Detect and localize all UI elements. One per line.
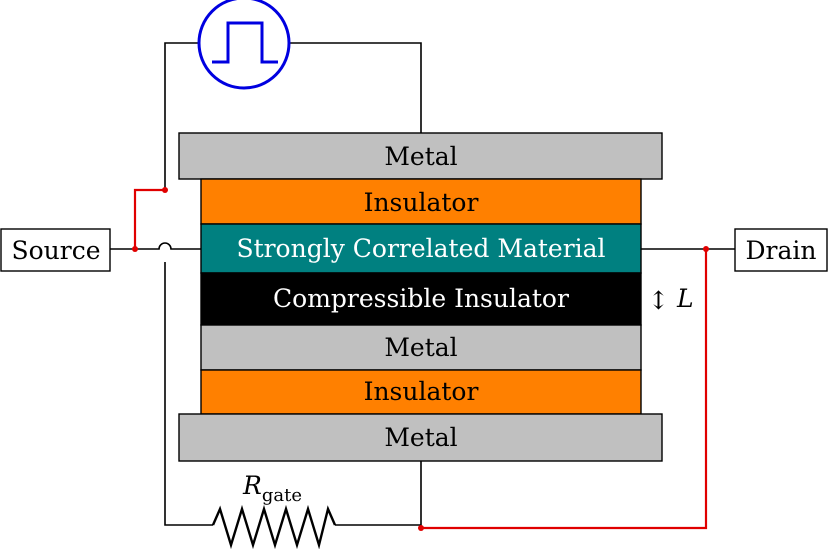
resistor-label: Rgate xyxy=(242,471,302,506)
wire-nodes xyxy=(132,187,709,531)
drain-label: Drain xyxy=(746,236,817,265)
compressible-label: Compressible Insulator xyxy=(273,284,569,313)
top-insulator-layer xyxy=(200,178,642,225)
red-wire-source-to-gate xyxy=(133,188,165,249)
wire-pulse-right xyxy=(290,42,422,133)
bottom-metal-layer xyxy=(178,413,663,462)
layer-stack xyxy=(178,132,663,462)
source-label: Source xyxy=(11,236,100,265)
top-metal-label: Metal xyxy=(384,142,457,171)
node-bottom xyxy=(418,525,424,531)
wiring xyxy=(110,42,735,526)
red-wire-drain-to-resistor xyxy=(421,249,708,530)
wire-resistor-right xyxy=(335,461,422,526)
layer-labels: Metal Insulator Strongly Correlated Mate… xyxy=(236,142,605,452)
thickness-symbol: L xyxy=(676,284,694,313)
bottom-insulator-label: Insulator xyxy=(364,377,479,406)
zigzag-resistor-icon xyxy=(211,504,337,549)
middle-metal-layer xyxy=(200,324,642,371)
resistor-subscript: gate xyxy=(262,485,302,506)
source-terminal: Source xyxy=(0,228,111,272)
correlated-label: Strongly Correlated Material xyxy=(236,234,605,263)
bottom-metal-label: Metal xyxy=(384,423,457,452)
double-arrow-icon: ↕ xyxy=(648,286,669,315)
middle-metal-label: Metal xyxy=(384,333,457,362)
correlated-layer xyxy=(200,223,642,274)
drain-terminal: Drain xyxy=(734,228,828,272)
wire-pulse-left xyxy=(164,42,198,192)
resistor-symbol: R xyxy=(242,471,262,500)
red-wiring xyxy=(133,188,708,530)
compressible-layer xyxy=(200,272,642,326)
top-insulator-label: Insulator xyxy=(364,188,479,217)
node-source xyxy=(132,246,138,252)
top-metal-layer xyxy=(178,132,663,180)
square-pulse-icon xyxy=(197,0,291,90)
wire-left-down xyxy=(164,262,213,526)
node-gate xyxy=(162,187,168,193)
node-drain xyxy=(703,246,709,252)
bottom-insulator-layer xyxy=(200,369,642,415)
wire-source-to-channel xyxy=(110,242,201,250)
